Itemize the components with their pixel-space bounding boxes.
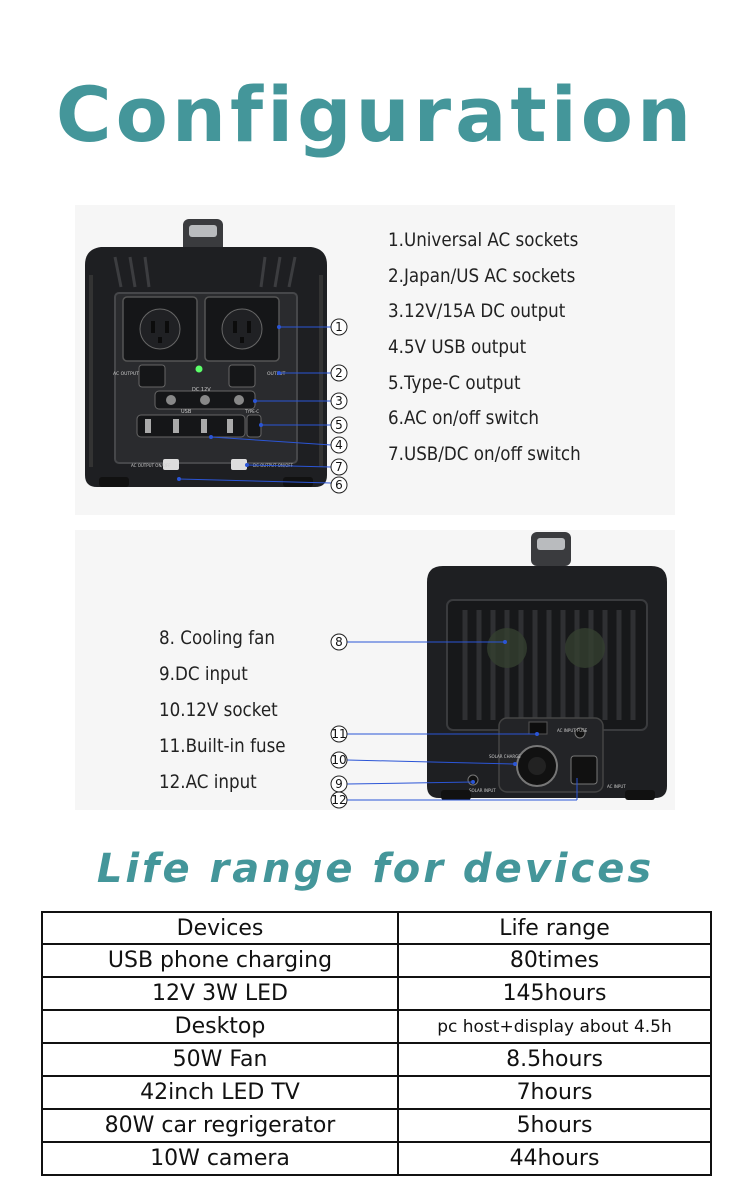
callout-12: 12: [331, 793, 346, 807]
table-row: 10W camera 44hours: [41, 1141, 712, 1176]
table-row: 80W car regrigerator 5hours: [41, 1108, 712, 1143]
legend-item-12: 12.AC input: [159, 771, 257, 793]
cell-life: 8.5hours: [397, 1042, 712, 1077]
table-row: Desktop pc host+display about 4.5h: [41, 1009, 712, 1044]
life-range-table: Devices Life range USB phone charging 80…: [41, 911, 712, 1176]
legend-item-6: 6.AC on/off switch: [388, 407, 539, 430]
cell-device: 10W camera: [41, 1141, 399, 1176]
legend-item-10: 10.12V socket: [159, 699, 278, 721]
label-solar-input: SOLAR INPUT: [469, 788, 496, 793]
callout-7: 7: [335, 460, 343, 474]
label-ac-output-left: AC OUTPUT: [113, 371, 139, 377]
table-header-row: Devices Life range: [41, 911, 712, 945]
back-panel-photo: AC INPUT FUSE SOLAR CHARGE SOLAR INPUT A…: [75, 530, 675, 810]
label-type-c: TYPE-C: [244, 409, 259, 414]
back-panel-illustration: AC INPUT FUSE SOLAR CHARGE SOLAR INPUT A…: [330, 532, 667, 809]
cooling-fan-right: [565, 628, 605, 668]
label-dc-12v: DC 12V: [192, 387, 211, 393]
legend-item-9: 9.DC input: [159, 663, 248, 685]
front-panel-illustration: AC OUTPUT OUTPUT DC 12V USB TYPE-C AC OU…: [85, 219, 348, 494]
cell-life: 44hours: [397, 1141, 712, 1176]
page-title: Configuration: [55, 70, 696, 159]
cell-device: USB phone charging: [41, 943, 399, 978]
table-row: 42inch LED TV 7hours: [41, 1075, 712, 1110]
legend-item-4: 4.5V USB output: [388, 336, 527, 359]
label-usb: USB: [181, 409, 192, 415]
cell-device: 80W car regrigerator: [41, 1108, 399, 1143]
header-life-range: Life range: [397, 911, 712, 945]
label-ac-output-right: OUTPUT: [267, 371, 286, 377]
back-legend: 8. Cooling fan 9.DC input 10.12V socket …: [159, 620, 286, 800]
label-ac-input-fuse: AC INPUT FUSE: [557, 728, 588, 733]
legend-item-7: 7.USB/DC on/off switch: [388, 443, 581, 466]
front-legend: 1.Universal AC sockets 2.Japan/US AC soc…: [388, 223, 581, 473]
cell-device: 50W Fan: [41, 1042, 399, 1077]
cell-life: 7hours: [397, 1075, 712, 1110]
cell-life: 145hours: [397, 976, 712, 1011]
legend-item-5: 5.Type-C output: [388, 371, 521, 394]
ac-input-port: [570, 755, 598, 785]
label-ac-input: AC INPUT: [607, 784, 626, 789]
label-solar-charge: SOLAR CHARGE: [489, 754, 521, 759]
table-row: 12V 3W LED 145hours: [41, 976, 712, 1011]
cell-device: 12V 3W LED: [41, 976, 399, 1011]
legend-item-8: 8. Cooling fan: [159, 627, 275, 649]
legend-item-3: 3.12V/15A DC output: [388, 300, 566, 323]
callout-10: 10: [331, 753, 346, 767]
fuse-holder: [528, 721, 548, 735]
callout-2: 2: [335, 366, 343, 380]
legend-item-1: 1.Universal AC sockets: [388, 229, 579, 251]
callout-1: 1: [335, 320, 343, 334]
table-row: 50W Fan 8.5hours: [41, 1042, 712, 1077]
table-row: USB phone charging 80times: [41, 943, 712, 978]
callout-5: 5: [335, 418, 343, 432]
cell-device: Desktop: [41, 1009, 399, 1044]
label-ac-switch: AC OUTPUT ON/OFF: [131, 463, 171, 468]
us-ac-socket-right: [228, 364, 256, 388]
cell-life: pc host+display about 4.5h: [397, 1009, 712, 1044]
callout-11: 11: [331, 727, 346, 741]
callout-6: 6: [335, 478, 343, 492]
cell-life: 5hours: [397, 1108, 712, 1143]
us-ac-socket-left: [138, 364, 166, 388]
callout-9: 9: [335, 777, 343, 791]
front-panel-photo: AC OUTPUT OUTPUT DC 12V USB TYPE-C AC OU…: [75, 205, 675, 515]
callout-8: 8: [335, 635, 343, 649]
header-devices: Devices: [41, 911, 399, 945]
callout-4: 4: [335, 438, 343, 452]
power-led: [195, 365, 203, 373]
cell-life: 80times: [397, 943, 712, 978]
legend-item-11: 11.Built-in fuse: [159, 735, 286, 757]
callout-3: 3: [335, 394, 343, 408]
cell-device: 42inch LED TV: [41, 1075, 399, 1110]
legend-item-2: 2.Japan/US AC sockets: [388, 264, 576, 287]
cooling-fan-left: [487, 628, 527, 668]
section-subtitle: Life range for devices: [96, 846, 655, 892]
